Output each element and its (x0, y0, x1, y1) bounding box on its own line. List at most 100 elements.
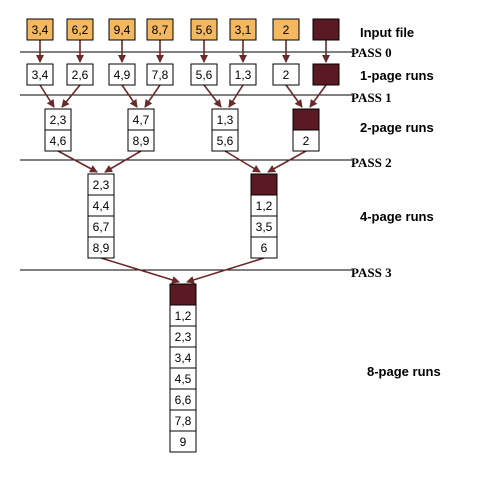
runs-4-run-1-page-2-value: 4,4 (93, 199, 110, 213)
runs-4-run-2-page-1 (250, 173, 278, 196)
runs-1-run-2-page-1: 2,6 (66, 63, 94, 86)
runs-1-run-8-page-1 (312, 63, 340, 86)
input-page-6: 3,1 (229, 18, 257, 41)
runs-4-run-1-page-1: 2,3 (87, 173, 115, 196)
arrow-pass1-3-1 (203, 84, 222, 108)
runs-1-run-5-page-1-box (190, 63, 218, 86)
runs-1-run-6-page-1: 1,3 (229, 63, 257, 86)
runs-4-run-1-page-2: 4,4 (87, 194, 115, 217)
pass-1-label: PASS 1 (351, 90, 392, 105)
runs-2-run-3-page-2: 5,6 (211, 129, 239, 152)
runs-1-label: 1-page runs (360, 68, 434, 83)
merge-arrows (36, 40, 330, 284)
runs-4-run-2-page-4-value: 6 (261, 241, 268, 255)
runs-8-run-1-page-3-value: 2,3 (175, 330, 192, 344)
input-file-label: Input file (360, 25, 414, 40)
runs-1-run-6-page-1-box (229, 63, 257, 86)
runs-2-run-3-page-2-box (211, 129, 239, 152)
arrow-pass1-3-2 (228, 84, 244, 108)
runs-1-run-4-page-1: 7,8 (146, 63, 174, 86)
pass-3-label: PASS 3 (351, 265, 392, 280)
input-page-4-value: 8,7 (152, 23, 169, 37)
runs-2-run-2-page-1: 4,7 (127, 108, 155, 131)
runs-1-run-5-page-1: 5,6 (190, 63, 218, 86)
runs-8-run-1-page-5-value: 4,5 (175, 372, 192, 386)
runs-4-label: 4-page runs (360, 209, 434, 224)
runs-1-run-5-page-1-value: 5,6 (196, 68, 213, 82)
input-page-7: 2 (272, 18, 300, 41)
runs-4-run-2-page-4: 6 (250, 236, 278, 259)
runs-2-run-2-page-2-value: 8,9 (133, 134, 150, 148)
pass-0-label: PASS 0 (351, 45, 392, 60)
input-page-3-box (108, 18, 136, 41)
runs-2-run-1-page-2-value: 4,6 (50, 134, 67, 148)
runs-4-run-1-page-3-value: 6,7 (93, 220, 110, 234)
runs-1-run-3-page-1-box (108, 63, 136, 86)
runs-1-run-8-page-1-box (312, 63, 340, 86)
runs-8-run-1-page-2: 1,2 (169, 304, 197, 327)
arrow-pass1-2-2 (144, 84, 161, 108)
input-page-4-box (146, 18, 174, 41)
input-page-6-box (229, 18, 257, 41)
runs-2-run-4-page-1 (292, 108, 320, 131)
runs-1-run-3-page-1: 4,9 (108, 63, 136, 86)
input-page-1: 3,4 (26, 18, 54, 41)
runs-2-run-3-page-2-value: 5,6 (217, 134, 234, 148)
runs-8-run-1-page-8-value: 9 (180, 435, 187, 449)
runs-1-run-6-page-1-value: 1,3 (235, 68, 252, 82)
runs-8-run-1-page-1 (169, 283, 197, 306)
runs-2-run-4-page-2: 2 (292, 129, 320, 152)
input-page-1-box (26, 18, 54, 41)
runs-8-run-1-page-1-box (169, 283, 197, 306)
input-page-2-value: 6,2 (72, 23, 89, 37)
input-page-5-box (190, 18, 218, 41)
runs-4-run-2-page-1-box (250, 173, 278, 196)
page-cells: 3,4 6,2 9,4 8,7 5,6 3,1 2 3,4 2,6 4,9 7,8 5,6 1,3 2 2,… (26, 18, 340, 453)
arrow-pass1-1-2 (61, 84, 81, 108)
runs-8-label: 8-page runs (367, 364, 441, 379)
input-page-1-value: 3,4 (32, 23, 49, 37)
input-page-6-value: 3,1 (235, 23, 252, 37)
input-page-5-value: 5,6 (196, 23, 213, 37)
arrow-pass1-4-2 (309, 84, 327, 108)
input-page-8-box (312, 18, 340, 41)
input-page-2-box (66, 18, 94, 41)
runs-1-run-7-page-1-value: 2 (283, 68, 290, 82)
runs-8-run-1-page-4-value: 3,4 (175, 351, 192, 365)
arrow-pass1-1-1 (39, 84, 55, 108)
runs-4-run-1-page-4: 8,9 (87, 236, 115, 259)
runs-2-run-3-page-1: 1,3 (211, 108, 239, 131)
input-page-3: 9,4 (108, 18, 136, 41)
arrow-pass3-1 (100, 257, 180, 284)
runs-8-run-1-page-5: 4,5 (169, 367, 197, 390)
runs-2-run-1-page-2-box (44, 129, 72, 152)
runs-4-run-2-page-4-box (250, 236, 278, 259)
runs-2-label: 2-page runs (360, 120, 434, 135)
pass-2-label: PASS 2 (351, 155, 392, 170)
runs-8-run-1-page-8-box (169, 430, 197, 453)
runs-4-run-2-page-2: 1,2 (250, 194, 278, 217)
input-page-8 (312, 18, 340, 41)
runs-2-run-1-page-1: 2,3 (44, 108, 72, 131)
arrow-pass3-2 (186, 257, 265, 284)
arrow-pass2-2-1 (224, 150, 261, 173)
arrow-pass1-2-1 (121, 84, 138, 108)
runs-1-run-7-page-1: 2 (272, 63, 300, 86)
runs-2-run-1-page-1-value: 2,3 (50, 113, 67, 127)
runs-4-run-2-page-3: 3,5 (250, 215, 278, 238)
runs-8-run-1-page-3: 2,3 (169, 325, 197, 348)
runs-4-run-1-page-1-value: 2,3 (93, 178, 110, 192)
runs-1-run-3-page-1-value: 4,9 (114, 68, 131, 82)
arrow-pass1-4-1 (285, 84, 303, 108)
runs-1-run-4-page-1-value: 7,8 (152, 68, 169, 82)
runs-8-run-1-page-6-value: 6,6 (175, 393, 192, 407)
runs-2-run-2-page-2: 8,9 (127, 129, 155, 152)
runs-8-run-1-page-7-value: 7,8 (175, 414, 192, 428)
runs-8-run-1-page-4: 3,4 (169, 346, 197, 369)
runs-1-run-2-page-1-box (66, 63, 94, 86)
arrow-pass2-2-2 (267, 150, 307, 173)
runs-8-run-1-page-8: 9 (169, 430, 197, 453)
runs-8-run-1-page-6: 6,6 (169, 388, 197, 411)
input-page-3-value: 9,4 (114, 23, 131, 37)
